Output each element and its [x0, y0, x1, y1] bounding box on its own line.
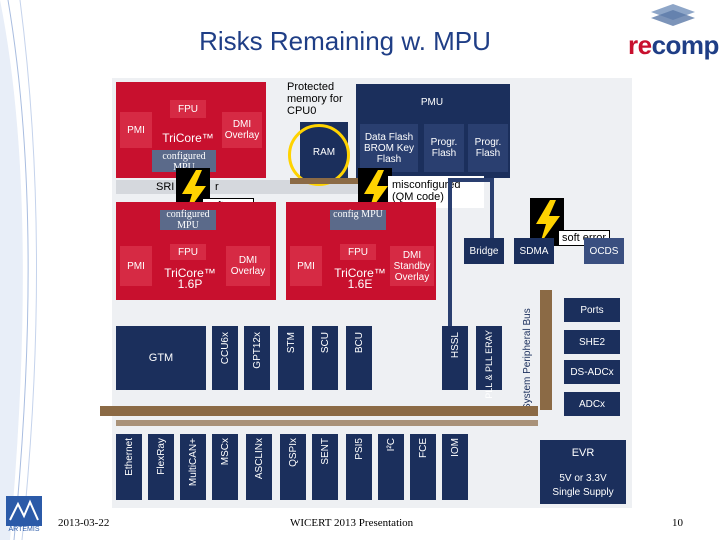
tc1-mpu-box: [160, 210, 216, 230]
pmu-label: PMU: [420, 96, 444, 108]
recomp-logo-icon: [651, 4, 695, 26]
tc2-pmi: PMI: [290, 246, 322, 286]
footer-center: WICERT 2013 Presentation: [290, 517, 414, 529]
stm-block: STM: [278, 326, 304, 390]
tc0-mpu-box: [152, 150, 216, 172]
ports-block: Ports: [564, 298, 620, 322]
progr-flash-1: Progr. Flash: [424, 124, 464, 172]
iom-block: IOM: [442, 434, 468, 500]
gtm-block: GTM: [116, 326, 206, 390]
tc1-configured-mpu: configured MPU: [166, 209, 210, 231]
ds-adcx-block: DS-ADCx: [564, 360, 620, 384]
system-peripheral-bus: [540, 290, 552, 410]
mscx-block: MSCx: [212, 434, 238, 500]
psi5-block: PSI5: [346, 434, 372, 500]
asclinx-block: ASCLINx: [246, 434, 272, 500]
connector-vertical: [490, 180, 494, 238]
evr-line2: Single Supply: [552, 486, 614, 498]
scu-block: SCU: [312, 326, 338, 390]
artemis-logo-icon: [6, 496, 42, 526]
pll-block: PLL & PLL ERAY: [476, 326, 502, 399]
peripheral-bus-upper: [100, 406, 538, 416]
ram-highlight-circle: [288, 124, 350, 186]
progr-flash-2: Progr. Flash: [468, 124, 508, 172]
ram-label: RAM: [312, 146, 336, 158]
qspix-block: QSPIx: [280, 434, 306, 500]
i2c-block: I²C: [378, 434, 404, 500]
bridge-block: Bridge: [464, 238, 504, 264]
recomp-logo-text: recomp: [628, 30, 719, 60]
tc1-name: TriCore™ 1.6P: [164, 266, 216, 291]
data-flash: Data Flash BROM Key Flash: [360, 124, 418, 172]
she2-block: SHE2: [564, 330, 620, 354]
evr-line1: 5V or 3.3V: [559, 472, 607, 484]
connector-horizontal: [448, 178, 494, 182]
ethernet-block: Ethernet: [116, 434, 142, 500]
system-peripheral-bus-label: System Peripheral Bus: [522, 308, 533, 410]
tc2-config-mpu: config MPU: [333, 209, 383, 220]
footer-page: 10: [672, 517, 683, 529]
left-swoosh-decoration: [0, 0, 37, 540]
tc2-fpu: FPU: [340, 244, 376, 260]
tc0-pmi: PMI: [120, 112, 152, 148]
protected-memory-note: Protected memory for CPU0: [287, 81, 343, 117]
multican-block: MultiCAN+: [180, 434, 206, 500]
tc0-configured-mpu: configured MPU: [162, 151, 206, 173]
tc2-name: TriCore™ 1.6E: [334, 266, 386, 291]
footer-date: 2013-03-22: [58, 517, 110, 529]
tc2-dmi: DMI Standby Overlay: [390, 246, 434, 286]
bcu-block: BCU: [346, 326, 372, 390]
slide-title: Risks Remaining w. MPU: [199, 26, 491, 56]
ocds-block: OCDS: [584, 238, 624, 264]
sri-label-tail: r: [215, 181, 219, 193]
gpt12x-block: GPT12x: [244, 326, 270, 390]
evr-name: EVR: [571, 446, 595, 459]
fce-block: FCE: [410, 434, 436, 500]
evr-block: [540, 440, 626, 504]
sent-block: SENT: [312, 434, 338, 500]
tc2-mpu-box: [330, 210, 386, 230]
tc1-pmi: PMI: [120, 246, 152, 286]
connector-vertical: [448, 180, 452, 326]
tc1-dmi: DMI Overlay: [226, 246, 270, 286]
flexray-block: FlexRay: [148, 434, 174, 500]
hssl-block: HSSL: [442, 326, 468, 390]
adcx-block: ADCx: [564, 392, 620, 416]
ccu6x-block: CCU6x: [212, 326, 238, 390]
tc1-fpu: FPU: [170, 244, 206, 260]
sdma-block: SDMA: [514, 238, 554, 264]
ram-underbar: [290, 178, 365, 184]
tc0-name: TriCore™: [162, 130, 214, 145]
tc0-dmi: DMI Overlay: [222, 112, 262, 148]
artemis-label: ARTEMIS: [8, 526, 40, 533]
tc0-fpu: FPU: [170, 100, 206, 118]
misconfigured-note: misconfigured (QM code): [392, 179, 461, 203]
peripheral-bus-lower: [116, 420, 538, 426]
